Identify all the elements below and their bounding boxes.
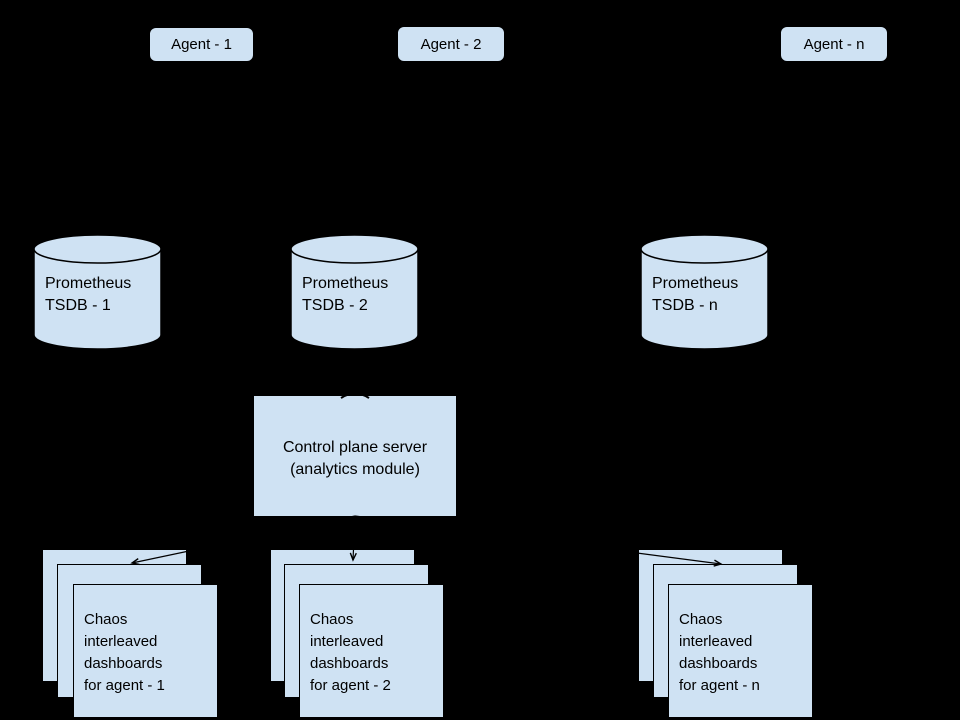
database-cylinder-icon [290,234,419,350]
dashboards-agent-2-label: Chaos interleaved dashboards for agent -… [310,611,391,694]
node-dashboards-agent-1: Chaos interleaved dashboards for agent -… [73,584,218,718]
tsdb-n-label: Prometheus TSDB - n [652,275,739,314]
node-prometheus-tsdb-n: Prometheus TSDB - n [640,234,769,350]
node-control-plane-server: Control plane server (analytics module) [254,396,456,516]
connector-tsdb2-control-plane [353,349,356,390]
dashboards-agent-n-label: Chaos interleaved dashboards for agent -… [679,611,760,694]
node-agent-1: Agent - 1 [149,27,254,62]
agent-n-label: Agent - n [803,35,865,53]
node-prometheus-tsdb-2: Prometheus TSDB - 2 [290,234,419,350]
database-cylinder-icon [33,234,162,350]
control-plane-label-line1: Control plane server [282,439,428,456]
tsdb-1-label: Prometheus TSDB - 1 [45,275,132,314]
node-dashboards-agent-n: Chaos interleaved dashboards for agent -… [668,584,813,718]
node-agent-n: Agent - n [780,26,888,62]
node-agent-2: Agent - 2 [397,26,505,62]
control-plane-label-line2: (analytics module) [290,461,420,478]
dashboards-agent-1-label: Chaos interleaved dashboards for agent -… [84,611,165,694]
database-cylinder-icon [640,234,769,350]
agent-1-label: Agent - 1 [171,36,232,53]
tsdb-2-label: Prometheus TSDB - 2 [302,275,389,314]
node-prometheus-tsdb-1: Prometheus TSDB - 1 [33,234,162,350]
agent-2-label: Agent - 2 [420,35,482,53]
node-dashboards-agent-2: Chaos interleaved dashboards for agent -… [299,584,444,718]
